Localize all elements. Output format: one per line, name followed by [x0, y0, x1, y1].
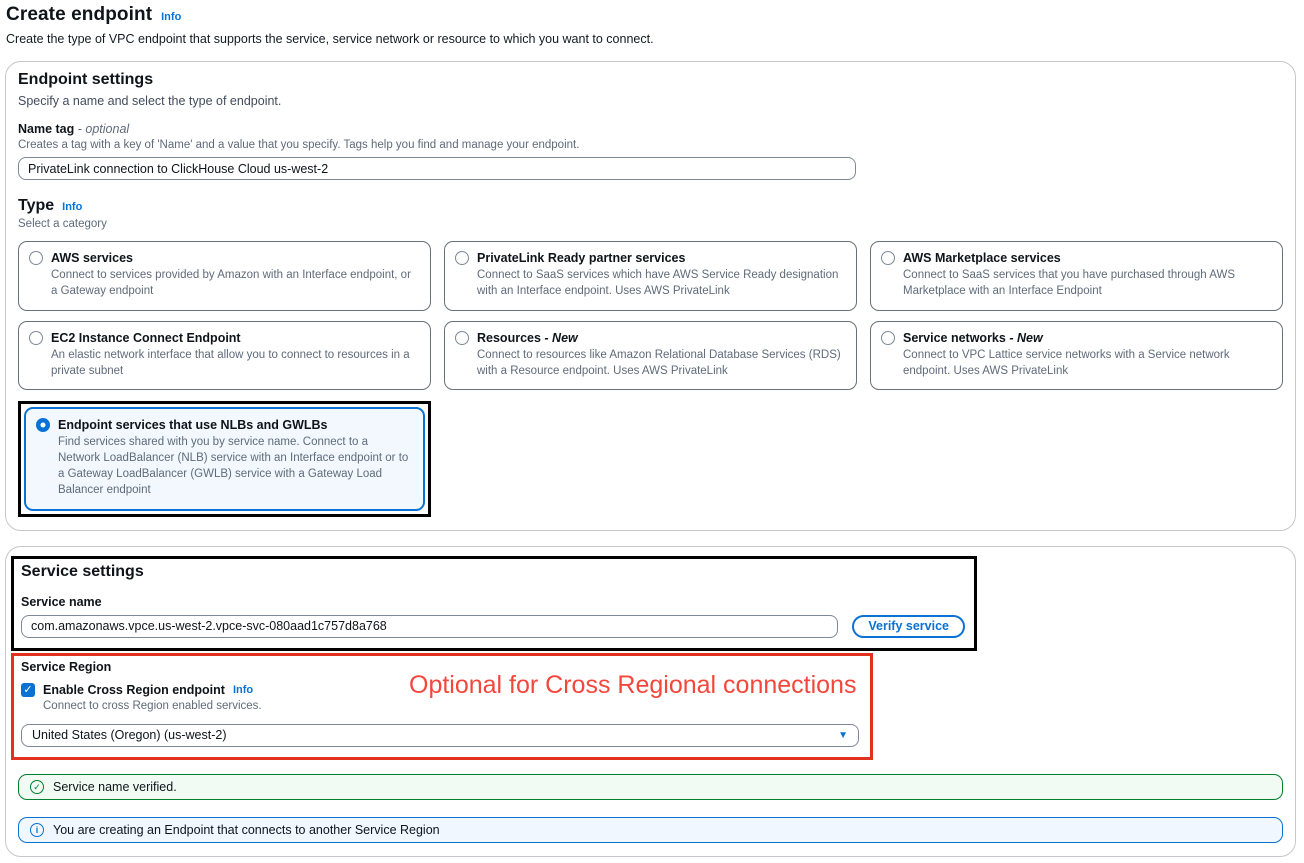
radio-icon[interactable] [881, 251, 895, 265]
tile-resources[interactable]: Resources - New Connect to resources lik… [444, 320, 857, 391]
service-settings-card: Service settings Service name Verify ser… [5, 545, 1296, 857]
tile-description: An elastic network interface that allow … [51, 348, 410, 377]
tile-description: Connect to VPC Lattice service networks … [903, 348, 1230, 377]
tile-new-badge: - New [544, 330, 578, 345]
tile-service-networks[interactable]: Service networks - New Connect to VPC La… [870, 320, 1283, 391]
tile-ec2-instance-connect-endpoint[interactable]: EC2 Instance Connect Endpoint An elastic… [18, 320, 431, 391]
service-name-label: Service name [21, 594, 102, 609]
service-name-input[interactable] [21, 614, 839, 638]
chevron-down-icon: ▼ [838, 729, 848, 741]
radio-icon[interactable] [29, 330, 43, 345]
tile-description: Connect to resources like Amazon Relatio… [477, 348, 841, 377]
annotation-box-service-settings: Service settings Service name Verify ser… [11, 555, 977, 651]
service-settings-heading: Service settings [21, 562, 144, 580]
tile-aws-marketplace-services[interactable]: AWS Marketplace services Connect to SaaS… [870, 241, 1283, 311]
type-subheading: Select a category [18, 218, 107, 230]
tile-description: Connect to services provided by Amazon w… [51, 269, 411, 297]
page-description: Create the type of VPC endpoint that sup… [6, 32, 654, 46]
cross-region-checkbox[interactable]: ✓ [21, 682, 35, 697]
cross-region-checkbox-label: Enable Cross Region endpoint [43, 682, 225, 697]
tile-title: EC2 Instance Connect Endpoint [51, 330, 241, 345]
endpoint-settings-heading: Endpoint settings [18, 71, 154, 88]
tile-title: PrivateLink Ready partner services [477, 251, 686, 265]
name-tag-description: Creates a tag with a key of 'Name' and a… [18, 139, 580, 151]
endpoint-settings-subheading: Specify a name and select the type of en… [18, 94, 282, 108]
tile-title: AWS Marketplace services [903, 251, 1061, 265]
cross-region-info-alert: i You are creating an Endpoint that conn… [18, 816, 1283, 843]
cross-region-description: Connect to cross Region enabled services… [43, 699, 262, 712]
endpoint-settings-card: Endpoint settings Specify a name and sel… [5, 61, 1296, 531]
tile-aws-services[interactable]: AWS services Connect to services provide… [18, 241, 431, 311]
annotation-box-service-region: Optional for Cross Regional connections … [11, 652, 873, 760]
radio-icon[interactable] [29, 251, 43, 265]
tile-description: Find services shared with you by service… [58, 436, 409, 497]
tile-endpoint-services-nlb-gwlb[interactable]: Endpoint services that use NLBs and GWLB… [24, 407, 425, 511]
tile-description: Connect to SaaS services that you have p… [903, 269, 1235, 297]
annotation-box-selected-tile: Endpoint services that use NLBs and GWLB… [18, 401, 431, 517]
tile-title: Endpoint services that use NLBs and GWLB… [58, 418, 328, 433]
tile-title: AWS services [51, 251, 133, 265]
title-info-link[interactable]: Info [161, 11, 182, 23]
name-tag-input[interactable] [18, 157, 856, 180]
type-tiles-grid: AWS services Connect to services provide… [18, 241, 1283, 517]
name-tag-label: Name tag - optional [18, 122, 130, 136]
tile-title: Resources - New [477, 330, 578, 345]
cross-region-info-alert-text: You are creating an Endpoint that connec… [53, 822, 440, 837]
region-select-value: United States (Oregon) (us-west-2) [32, 728, 227, 743]
service-verified-alert: ✓ Service name verified. [18, 773, 1283, 800]
success-check-icon: ✓ [30, 779, 44, 794]
tile-privatelink-partner-services[interactable]: PrivateLink Ready partner services Conne… [444, 241, 857, 311]
type-heading: Type [18, 197, 55, 214]
region-select[interactable]: United States (Oregon) (us-west-2) ▼ [21, 723, 859, 747]
name-tag-optional-suffix: - optional [77, 122, 130, 136]
tile-new-badge: - New [1009, 330, 1043, 345]
radio-selected-icon[interactable] [36, 418, 50, 433]
service-verified-alert-text: Service name verified. [53, 779, 177, 794]
radio-icon[interactable] [455, 330, 469, 345]
verify-service-button[interactable]: Verify service [852, 614, 965, 638]
radio-icon[interactable] [455, 251, 469, 265]
tile-title: Service networks - New [903, 330, 1043, 345]
service-region-label: Service Region [21, 659, 112, 674]
page-title: Create endpoint [6, 4, 153, 25]
tile-description: Connect to SaaS services which have AWS … [477, 269, 839, 297]
cross-region-info-link[interactable]: Info [232, 683, 254, 696]
type-info-link[interactable]: Info [62, 201, 83, 213]
radio-icon[interactable] [881, 330, 895, 345]
info-icon: i [30, 822, 44, 837]
page-header: Create endpoint Info Create the type of … [5, 4, 1296, 46]
